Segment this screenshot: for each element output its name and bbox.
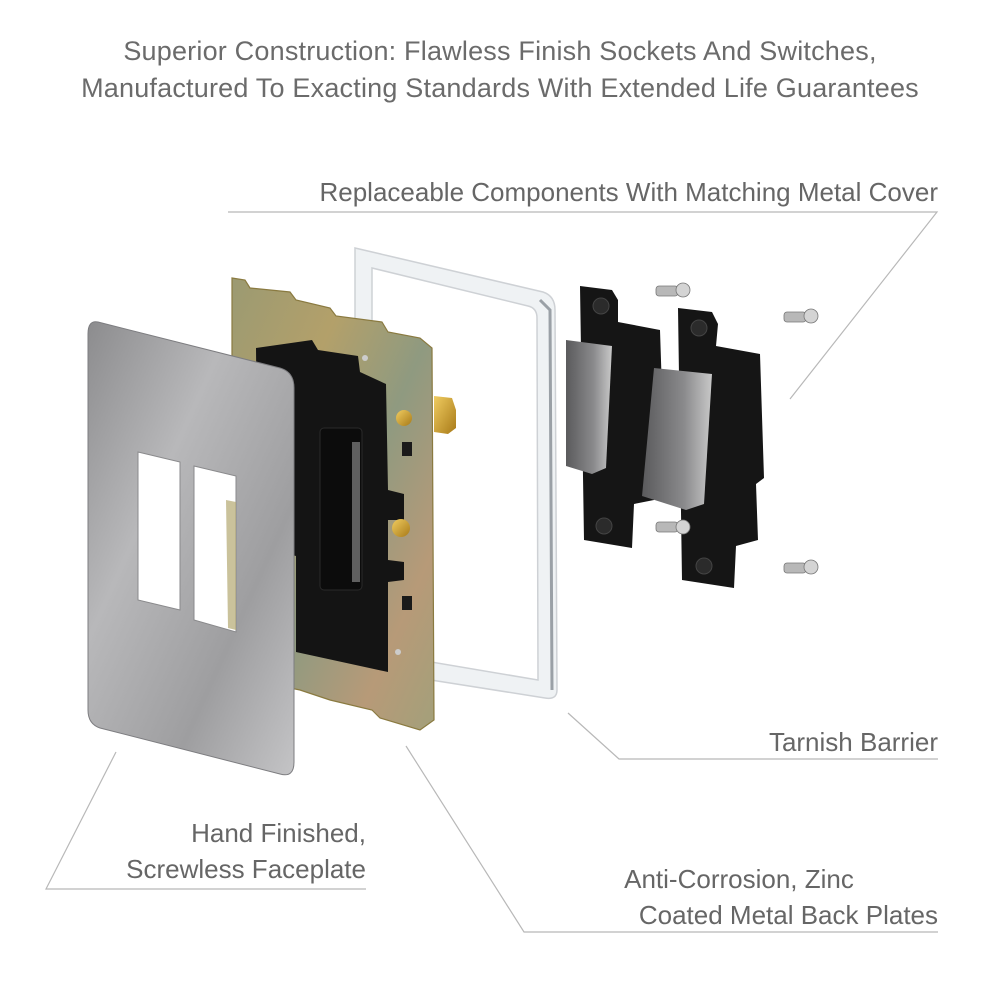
- callout-replaceable-components: Replaceable Components With Matching Met…: [319, 177, 938, 207]
- leader-line-tarnish: [567, 712, 938, 760]
- callout-faceplate-line-1: Hand Finished,: [191, 818, 366, 848]
- headline-line-2: Manufactured To Exacting Standards With …: [81, 73, 919, 103]
- screw-icon: [655, 519, 691, 535]
- callout-backplate-line-2: Coated Metal Back Plates: [638, 900, 938, 930]
- switch-module-2: [642, 308, 764, 588]
- switch-module-1: [566, 286, 664, 548]
- leader-lines: [45, 211, 939, 933]
- screwless-faceplate: [87, 321, 295, 776]
- screw-icon: [655, 282, 691, 298]
- leader-line-faceplate: [45, 751, 366, 890]
- callout-tarnish-barrier: Tarnish Barrier: [768, 727, 938, 757]
- leader-line-components: [228, 211, 939, 400]
- callout-backplate-line-1: Anti-Corrosion, Zinc: [624, 864, 854, 894]
- screw-icon: [783, 559, 819, 575]
- headline-line-1: Superior Construction: Flawless Finish S…: [123, 36, 877, 66]
- leader-line-backplate: [405, 745, 938, 933]
- screw-icon: [783, 308, 819, 324]
- callout-faceplate-line-2: Screwless Faceplate: [126, 854, 366, 884]
